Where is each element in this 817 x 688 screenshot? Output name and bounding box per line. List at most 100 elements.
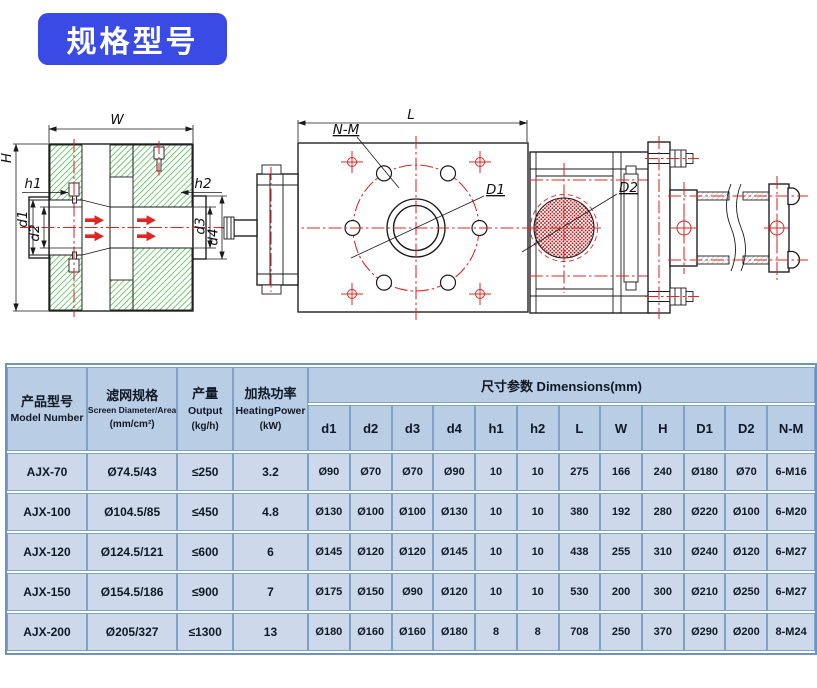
- cell-dim: Ø145: [433, 533, 476, 571]
- cell-dim: Ø175: [307, 573, 350, 611]
- cell-dim: 6-M20: [767, 493, 815, 531]
- cell-dim: 6-M27: [767, 573, 815, 611]
- header-dim-D2: D2: [725, 405, 768, 451]
- header-dim-L: L: [558, 405, 601, 451]
- cell-dim: Ø100: [349, 493, 392, 531]
- cell-dim: Ø145: [307, 533, 350, 571]
- cell-dim: Ø150: [349, 573, 392, 611]
- cell-dim: Ø240: [683, 533, 726, 571]
- cell-dim: Ø100: [391, 493, 434, 531]
- cell-dim: 10: [475, 453, 517, 491]
- cell-dim: 240: [641, 453, 684, 491]
- cell-dim: Ø130: [433, 493, 476, 531]
- dim-label-d4: d4: [206, 228, 222, 245]
- cell-dim: Ø200: [725, 613, 768, 651]
- cell-output: ≤600: [177, 533, 233, 571]
- section-title-badge: 规格型号: [38, 13, 227, 65]
- dim-label-d1-bolt: D1: [486, 182, 505, 198]
- cell-output: ≤250: [177, 453, 233, 491]
- cell-dim: Ø70: [349, 453, 392, 491]
- cell-dim: Ø220: [683, 493, 726, 531]
- cell-dim: 300: [641, 573, 684, 611]
- cell-power: 3.2: [233, 453, 308, 491]
- cell-dim: 6-M27: [767, 533, 815, 571]
- cell-dim: Ø180: [683, 453, 726, 491]
- cell-dim: Ø70: [391, 453, 434, 491]
- cell-dim: Ø120: [349, 533, 392, 571]
- cell-dim: Ø90: [307, 453, 350, 491]
- cell-screen: Ø205/327: [86, 613, 178, 651]
- cell-dim: 166: [600, 453, 642, 491]
- section-title: 规格型号: [66, 26, 199, 59]
- dim-label-d3: d3: [193, 217, 209, 234]
- cell-model: AJX-150: [7, 573, 87, 611]
- dim-label-d1: d1: [15, 210, 31, 227]
- cell-dim: 530: [558, 573, 601, 611]
- left-section-view: W H h1 h2 d1 d2 d3 d4: [0, 112, 227, 317]
- dim-label-d2: d2: [27, 224, 43, 241]
- cell-model: AJX-120: [7, 533, 87, 571]
- header-dim-H: H: [641, 405, 684, 451]
- cell-model: AJX-70: [7, 453, 87, 491]
- cell-dim: 10: [516, 493, 559, 531]
- cell-dim: 10: [516, 533, 559, 571]
- dim-label-l: L: [407, 107, 415, 123]
- cell-dim: Ø180: [433, 613, 476, 651]
- dim-label-h2: h2: [194, 176, 211, 192]
- cell-dim: 10: [475, 493, 517, 531]
- cell-dim: 708: [558, 613, 601, 651]
- cell-dim: Ø100: [725, 493, 768, 531]
- cell-dim: 438: [558, 533, 601, 571]
- cell-dim: 200: [600, 573, 642, 611]
- cell-dim: Ø70: [725, 453, 768, 491]
- cell-screen: Ø154.5/186: [86, 573, 178, 611]
- dim-label-h: H: [0, 153, 15, 163]
- cell-dim: 255: [600, 533, 642, 571]
- cell-dim: 10: [516, 453, 559, 491]
- cell-dim: Ø120: [433, 573, 476, 611]
- cell-dim: Ø120: [391, 533, 434, 571]
- dim-label-w: W: [110, 112, 124, 128]
- front-view: L N-M D1: [221, 107, 537, 320]
- center-mark: [671, 215, 790, 241]
- cell-screen: Ø124.5/121: [86, 533, 178, 571]
- cell-power: 6: [233, 533, 308, 571]
- cell-model: AJX-100: [7, 493, 87, 531]
- header-dim-d4: d4: [433, 405, 476, 451]
- cell-dim: Ø120: [725, 533, 768, 571]
- dim-label-h1: h1: [24, 176, 41, 192]
- cell-dim: Ø210: [683, 573, 726, 611]
- cell-dim: 310: [641, 533, 684, 571]
- cell-dim: Ø90: [433, 453, 476, 491]
- header-dim-h1: h1: [475, 405, 517, 451]
- cell-power: 13: [233, 613, 308, 651]
- technical-drawing: W H h1 h2 d1 d2 d3 d4: [0, 107, 808, 320]
- cell-dim: 10: [475, 533, 517, 571]
- cell-dim: 8-M24: [767, 613, 815, 651]
- header-dimensions: 尺寸参数 Dimensions(mm): [307, 367, 815, 403]
- cell-dim: Ø180: [307, 613, 350, 651]
- cell-dim: 192: [600, 493, 642, 531]
- flow-arrows: [85, 215, 156, 242]
- header-dim-D1: D1: [683, 405, 726, 451]
- cell-dim: 380: [558, 493, 601, 531]
- cell-dim: 6-M16: [767, 453, 815, 491]
- header-dim-N-M: N-M: [767, 405, 815, 451]
- cell-output: ≤1300: [177, 613, 233, 651]
- cell-output: ≤450: [177, 493, 233, 531]
- cell-screen: Ø74.5/43: [86, 453, 178, 491]
- cell-dim: Ø160: [391, 613, 434, 651]
- side-view: D2: [521, 136, 808, 319]
- cell-output: ≤900: [177, 573, 233, 611]
- header-dim-d2: d2: [349, 405, 392, 451]
